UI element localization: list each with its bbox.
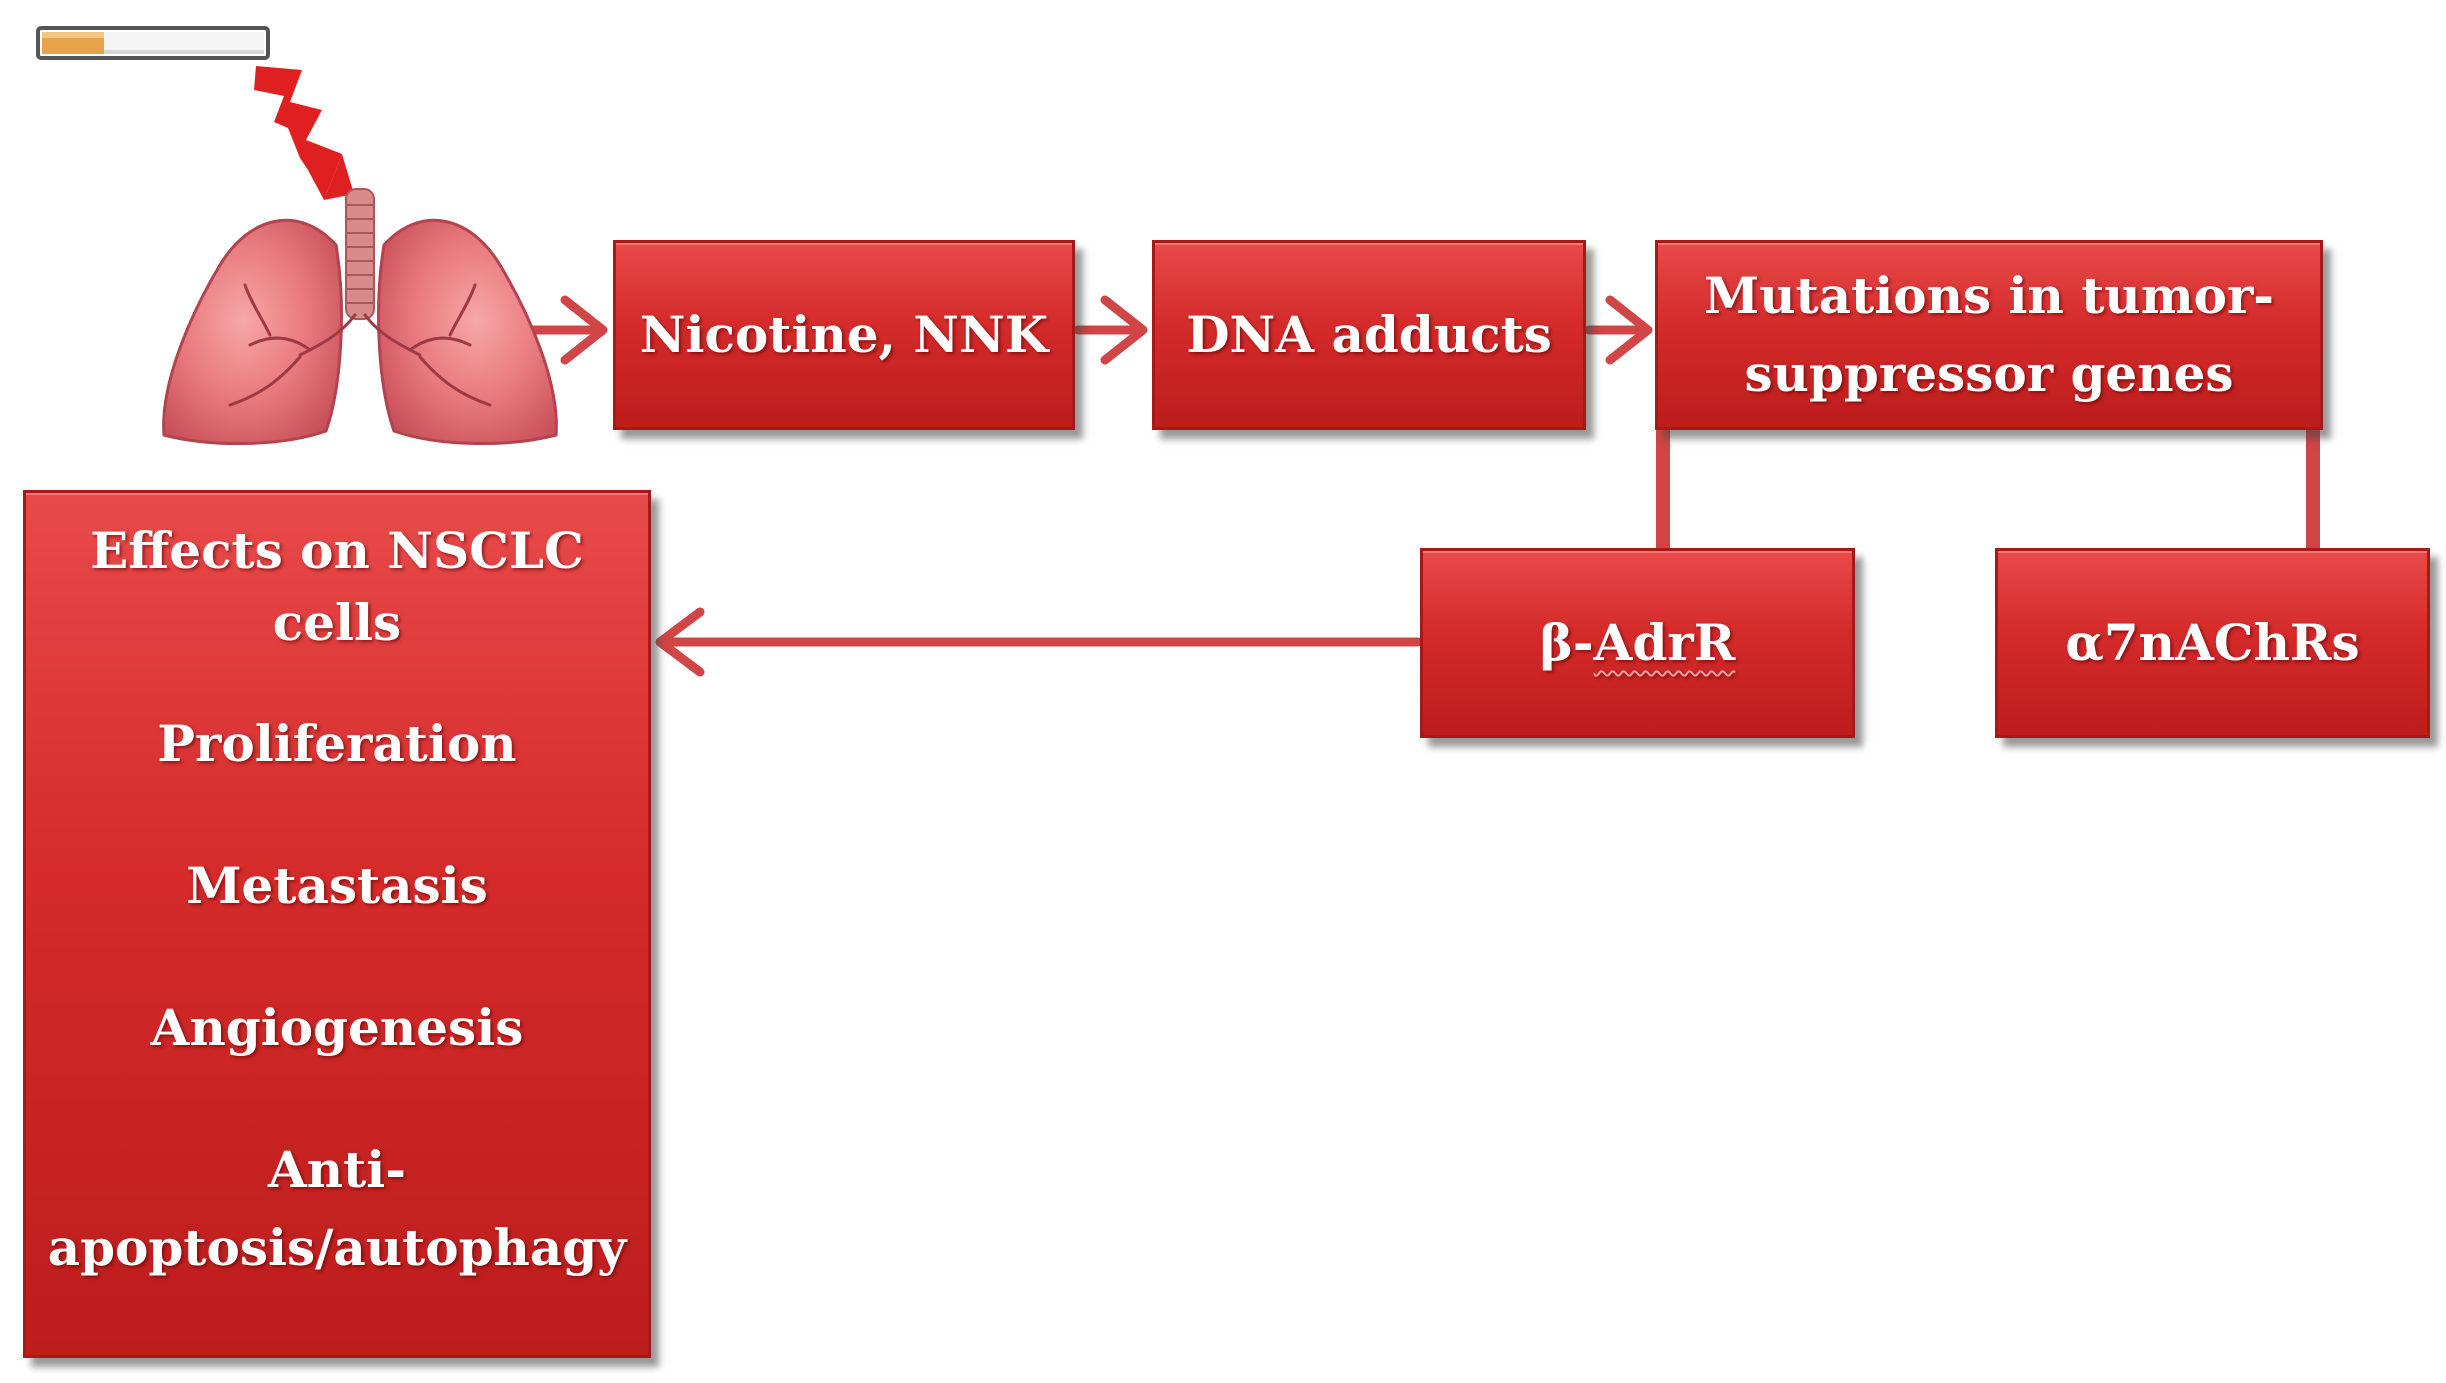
effects-title: Effects on NSCLC cells bbox=[90, 515, 584, 659]
node-adrr-label: AdrR bbox=[1593, 613, 1736, 672]
effect-angiogenesis: Angiogenesis bbox=[150, 998, 524, 1057]
cigarette-icon bbox=[36, 26, 270, 60]
node-alpha7-nachrs: α7nAChRs bbox=[1995, 548, 2430, 738]
effect-metastasis: Metastasis bbox=[186, 856, 488, 915]
node-effects-on-nsclc: Effects on NSCLC cells Proliferation Met… bbox=[23, 490, 651, 1358]
node-beta-adrr: β-AdrR bbox=[1420, 548, 1855, 738]
lungs-icon bbox=[162, 188, 558, 446]
effect-anti-apoptosis: Anti- apoptosis/autophagy bbox=[48, 1131, 627, 1287]
node-dna-label: DNA adducts bbox=[1186, 305, 1552, 364]
arrowhead-adrr-to-effects bbox=[655, 607, 705, 677]
node-dna-adducts: DNA adducts bbox=[1152, 240, 1586, 430]
arrowhead-dna-to-mutations bbox=[1605, 295, 1653, 365]
node-nicotine-nnk: Nicotine, NNK bbox=[613, 240, 1075, 430]
node-a7-label: α7nAChRs bbox=[2065, 613, 2360, 672]
arrowhead-lungs-to-nicotine bbox=[560, 295, 608, 365]
node-adrr-prefix: β- bbox=[1539, 613, 1594, 672]
effects-title-line1: Effects on NSCLC bbox=[90, 521, 584, 580]
effects-title-line2: cells bbox=[272, 593, 402, 652]
arrowhead-nicotine-to-dna bbox=[1100, 295, 1148, 365]
node-mutations-line2: suppressor genes bbox=[1744, 344, 2234, 403]
effect-anti-apoptosis-line2: apoptosis/autophagy bbox=[47, 1218, 627, 1277]
node-mutations: Mutations in tumor- suppressor genes bbox=[1655, 240, 2323, 430]
node-adrr-text: β-AdrR bbox=[1540, 604, 1736, 682]
effect-anti-apoptosis-line1: Anti- bbox=[268, 1140, 406, 1199]
node-nicotine-label: Nicotine, NNK bbox=[639, 305, 1049, 364]
effect-proliferation: Proliferation bbox=[157, 714, 517, 773]
lightning-bolt-icon bbox=[254, 66, 354, 200]
node-mutations-line1: Mutations in tumor- bbox=[1703, 266, 2275, 325]
